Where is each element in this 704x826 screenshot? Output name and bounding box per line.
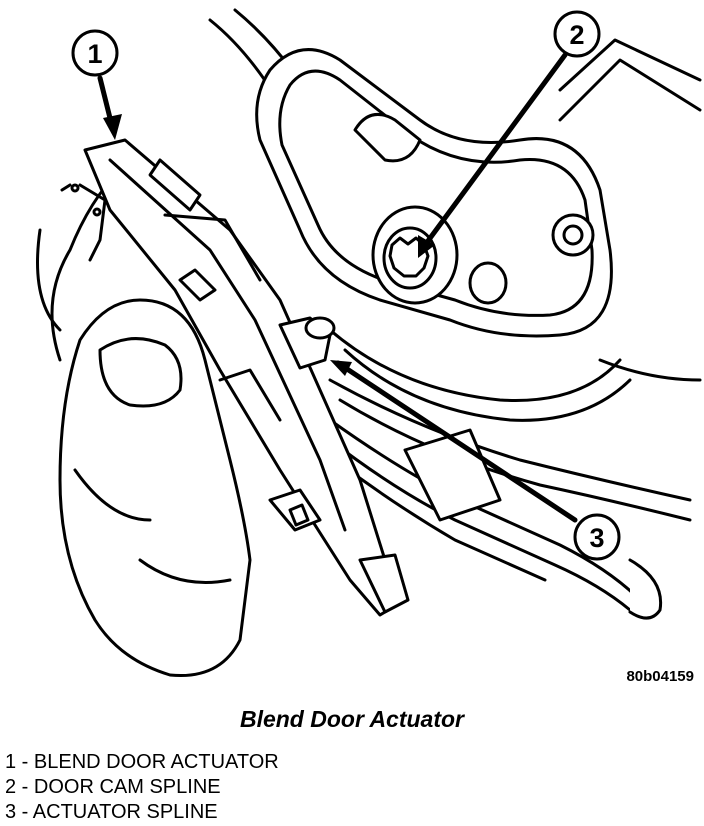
blend-door-actuator — [60, 138, 410, 617]
technician-hand — [50, 168, 252, 678]
actuator-spline — [278, 316, 336, 370]
callout-3: 3 — [573, 513, 621, 561]
callout-1: 1 — [71, 29, 119, 77]
callout-2-number: 2 — [569, 20, 584, 50]
callout-1-number: 1 — [87, 39, 102, 69]
legend-item: 3 - ACTUATOR SPLINE — [5, 801, 218, 823]
arrow-heads — [103, 114, 435, 376]
figure-title: Blend Door Actuator — [239, 706, 465, 732]
callout-legend: 1 - BLEND DOOR ACTUATOR 2 - DOOR CAM SPL… — [5, 750, 279, 825]
illustration: 1 2 3 — [36, 8, 702, 678]
figure-reference-code: 80b04159 — [626, 668, 694, 685]
callout-2: 2 — [553, 10, 601, 58]
legend-item: 2 - DOOR CAM SPLINE — [5, 776, 221, 798]
leader-arrow-2 — [422, 52, 568, 248]
legend-item: 1 - BLEND DOOR ACTUATOR — [5, 751, 279, 773]
callout-3-number: 3 — [589, 523, 604, 553]
blend-door-cam — [255, 48, 632, 422]
leader-arrow-3 — [335, 360, 578, 523]
